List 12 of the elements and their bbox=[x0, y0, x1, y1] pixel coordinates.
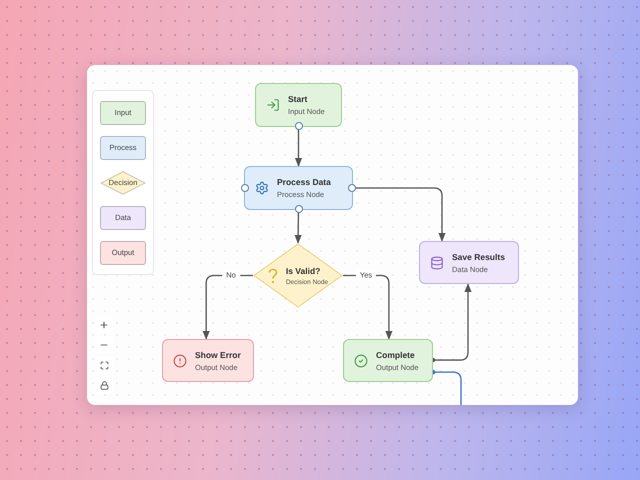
node-box bbox=[343, 339, 433, 382]
decision-diamond bbox=[253, 243, 343, 308]
node-box bbox=[244, 166, 353, 210]
node-title: Complete bbox=[376, 350, 416, 360]
node-box bbox=[255, 83, 342, 127]
node-box bbox=[162, 339, 254, 382]
node-title: Show Error bbox=[195, 350, 241, 360]
node-box bbox=[419, 241, 519, 284]
node-title: Save Results bbox=[452, 252, 505, 262]
node-title: Is Valid? bbox=[286, 266, 322, 276]
node-title: Start bbox=[288, 94, 308, 104]
node-title: Process Data bbox=[277, 177, 331, 187]
